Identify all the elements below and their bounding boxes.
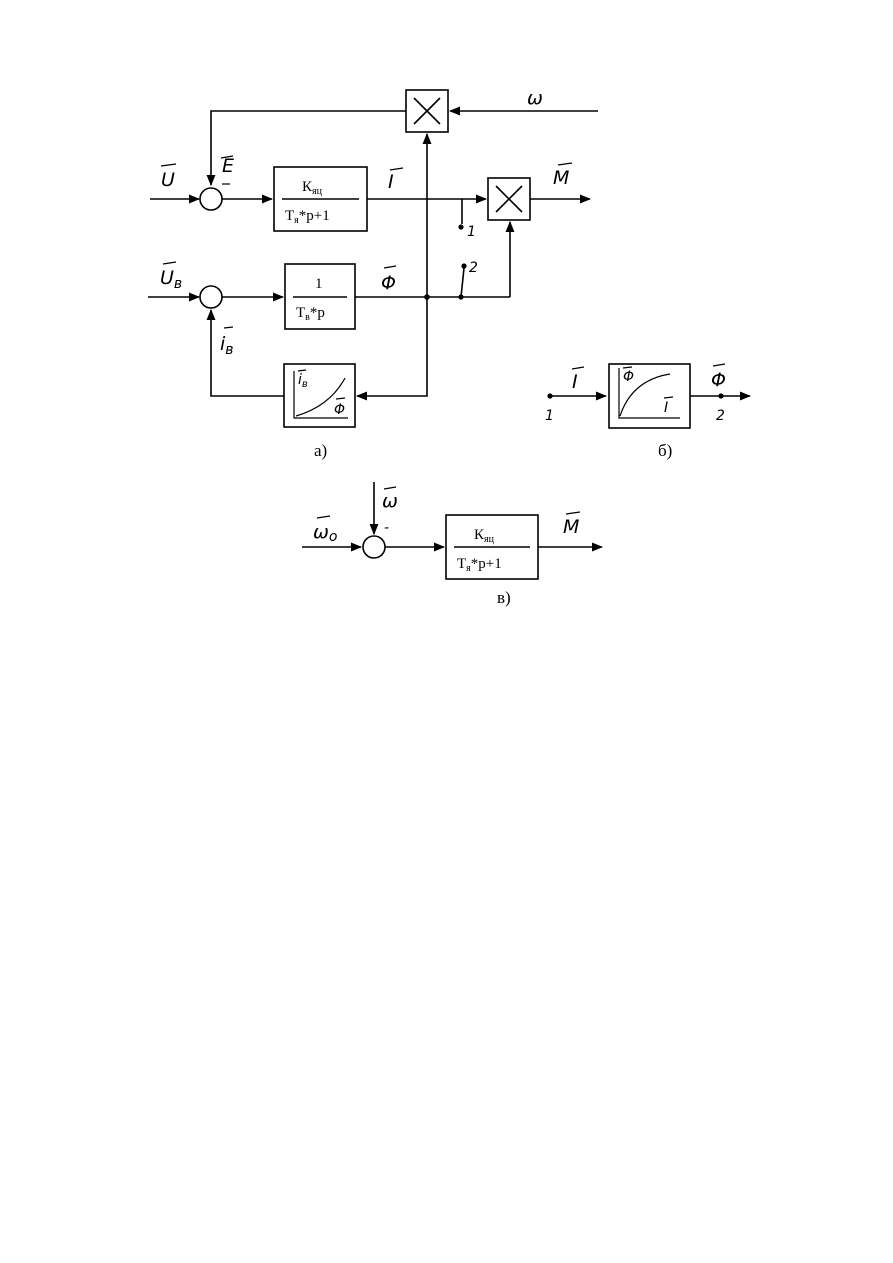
diagram-b: 1 I Φ I 2 Φ б): [545, 363, 752, 460]
omega-label: ω: [527, 87, 543, 109]
m-label: M: [553, 167, 569, 189]
m-bar: [557, 162, 573, 166]
i-label: I: [388, 171, 394, 193]
caption-b: б): [658, 441, 672, 460]
e-feedback-line: [206, 110, 406, 187]
c-sum-junction: [362, 535, 386, 559]
sum-junction-armature: [199, 187, 223, 211]
switch-2: 2: [458, 260, 478, 300]
magnetization-block-a: iв Φ: [283, 363, 356, 428]
uv-label-main: U: [160, 267, 174, 289]
svg-text:iв: iв: [298, 372, 308, 390]
diagram-c: ω - ωo Кяц Тя*р+1 M в): [302, 482, 604, 607]
armature-num-sub: яц: [312, 186, 323, 197]
armature-den-main: Т: [285, 208, 294, 224]
phi-bar: [383, 265, 397, 269]
terminal-2-label: 2: [716, 408, 725, 424]
i-bar: [389, 167, 404, 171]
mag-a-y-sub: в: [302, 379, 308, 390]
switch-2-label: 2: [469, 260, 478, 276]
armature-num-main: К: [302, 179, 313, 195]
iv-label-main: i: [220, 333, 226, 355]
svg-text:Кяц: Кяц: [474, 527, 495, 545]
phi-label: Φ: [381, 272, 396, 294]
terminal-2-dot: [718, 393, 724, 399]
c-m-label: M: [563, 516, 579, 538]
switch-1: 1: [458, 199, 476, 240]
multiplier-right: [487, 177, 531, 221]
svg-text:Тв*р: Тв*р: [296, 305, 325, 323]
field-den-main: Т: [296, 305, 305, 321]
svg-text:ωo: ωo: [313, 521, 338, 545]
iv-bar: [223, 326, 234, 329]
b-phi-label: Φ: [711, 369, 726, 391]
field-den-sub: в: [305, 312, 310, 323]
mag-b-y-label: Φ: [623, 369, 634, 385]
c-omega0-sub: o: [329, 529, 338, 545]
u-bar: [160, 163, 177, 167]
terminal-1-label: 1: [545, 408, 554, 424]
c-den-main: Т: [457, 556, 466, 572]
switch-1-label: 1: [467, 224, 476, 240]
field-num: 1: [315, 276, 323, 292]
b-i-label: I: [572, 371, 578, 393]
c-minus: -: [384, 520, 389, 536]
svg-text:Uв: Uв: [160, 267, 182, 292]
c-den-sub: я: [466, 563, 471, 574]
c-num-sub: яц: [484, 534, 495, 545]
svg-text:iв: iв: [220, 333, 234, 358]
phi-feedback-line: [355, 297, 428, 401]
uv-bar: [162, 261, 177, 265]
caption-a: а): [314, 441, 327, 460]
field-block: 1 Тв*р: [284, 263, 356, 330]
svg-text:Тя*р+1: Тя*р+1: [457, 556, 502, 574]
armature-den-rest: *р+1: [299, 208, 330, 224]
c-num-main: К: [474, 527, 485, 543]
armature-den-sub: я: [294, 215, 299, 226]
e-label: E: [222, 155, 234, 177]
c-armature-block: Кяц Тя*р+1: [445, 514, 539, 580]
u-label: U: [161, 169, 175, 191]
caption-c: в): [497, 588, 511, 607]
diagram-a: ω E U Кяц Тя*р+1 I: [148, 87, 598, 460]
sum-junction-field: [199, 285, 223, 309]
iv-label-sub: в: [225, 342, 233, 358]
c-omega0-main: ω: [313, 521, 329, 543]
c-den-rest: *р+1: [471, 556, 502, 572]
uv-label-sub: в: [174, 276, 182, 292]
magnetization-block-b: Φ I: [608, 363, 691, 429]
e-bar: [220, 155, 234, 159]
svg-text:Тя*р+1: Тя*р+1: [285, 208, 330, 226]
mag-a-y-main: i: [298, 372, 302, 388]
iv-feedback-line: [206, 308, 284, 397]
c-omega-label: ω: [382, 490, 398, 512]
svg-text:Кяц: Кяц: [302, 179, 323, 197]
multiplier-top: [405, 89, 449, 133]
mag-b-x-label: I: [664, 400, 668, 416]
field-den-rest: *р: [310, 305, 325, 321]
armature-block: Кяц Тя*р+1: [273, 166, 368, 232]
mag-a-x-label: Φ: [334, 402, 345, 418]
